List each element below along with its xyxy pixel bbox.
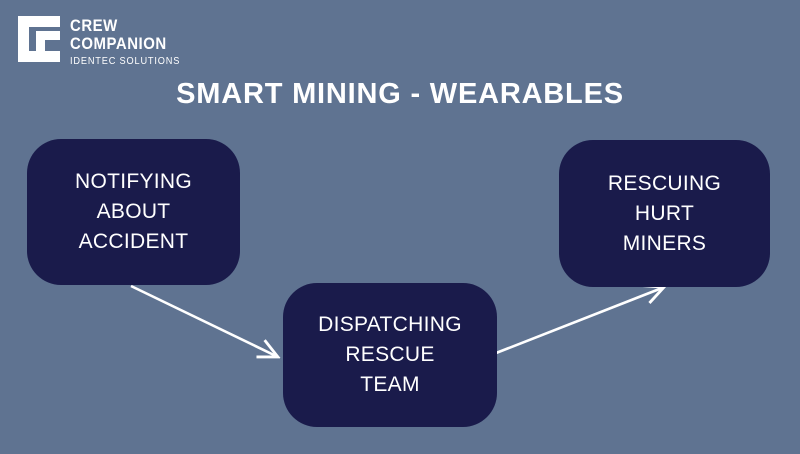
brand-tagline: IDENTEC SOLUTIONS <box>70 56 181 67</box>
node-dispatching-rescue-team[interactable]: DISPATCHING RESCUE TEAM <box>283 283 497 427</box>
node-label: NOTIFYING ABOUT ACCIDENT <box>74 170 193 253</box>
brand-logo-text: CREW COMPANION IDENTEC SOLUTIONS <box>70 16 190 67</box>
connector-dispatch-to-rescue <box>490 288 662 357</box>
crew-companion-logo-mark-icon <box>18 16 60 62</box>
brand-logo: CREW COMPANION IDENTEC SOLUTIONS <box>18 16 190 67</box>
brand-name-line-1: CREW <box>70 16 118 35</box>
brand-name-line-2: COMPANION <box>70 34 167 53</box>
node-label: RESCUING HURT MINERS <box>607 171 722 255</box>
node-label: DISPATCHING RESCUE TEAM <box>318 313 462 396</box>
node-notifying-about-accident[interactable]: NOTIFYING ABOUT ACCIDENT <box>27 139 240 285</box>
node-rescuing-hurt-miners[interactable]: RESCUING HURT MINERS <box>559 140 770 287</box>
connector-notify-to-dispatch <box>130 284 276 356</box>
page-title: SMART MINING - WEARABLES <box>176 78 624 110</box>
